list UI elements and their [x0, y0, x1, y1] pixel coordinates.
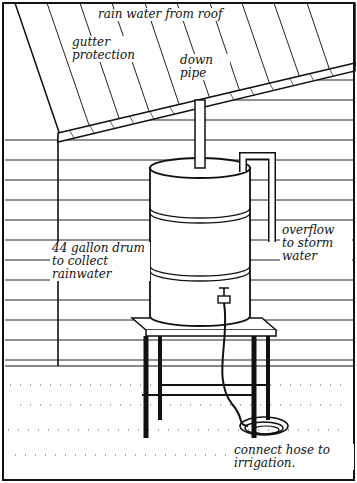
down-pipe: [195, 100, 205, 168]
hose: [222, 303, 248, 426]
stand-crossbars: [142, 385, 268, 395]
stand-rim: [146, 330, 276, 336]
callout-label: gutter protection: [70, 36, 150, 62]
callout-label: 44 gallon drum to collect rainwater: [50, 242, 150, 281]
callout-label: rain water from roof: [96, 8, 240, 21]
callout-label: overflow to storm water: [280, 224, 352, 263]
hose-coil: [245, 422, 283, 434]
roof: [3, 3, 355, 135]
tap-handle: [219, 288, 229, 296]
drum-body: [150, 168, 250, 326]
wall-base: [5, 365, 355, 366]
overflow-pipe: [243, 156, 272, 242]
tap: [218, 296, 230, 303]
drum-ribs: [150, 208, 250, 281]
callout-label: connect hose to irrigation.: [232, 444, 354, 470]
stand-front-legs: [146, 336, 254, 438]
hose-coil: [253, 426, 279, 434]
hose-coil: [240, 417, 288, 435]
overflow-pipe-outline: [243, 156, 272, 242]
callout-label: down pipe: [178, 54, 230, 80]
frame: [3, 3, 354, 480]
